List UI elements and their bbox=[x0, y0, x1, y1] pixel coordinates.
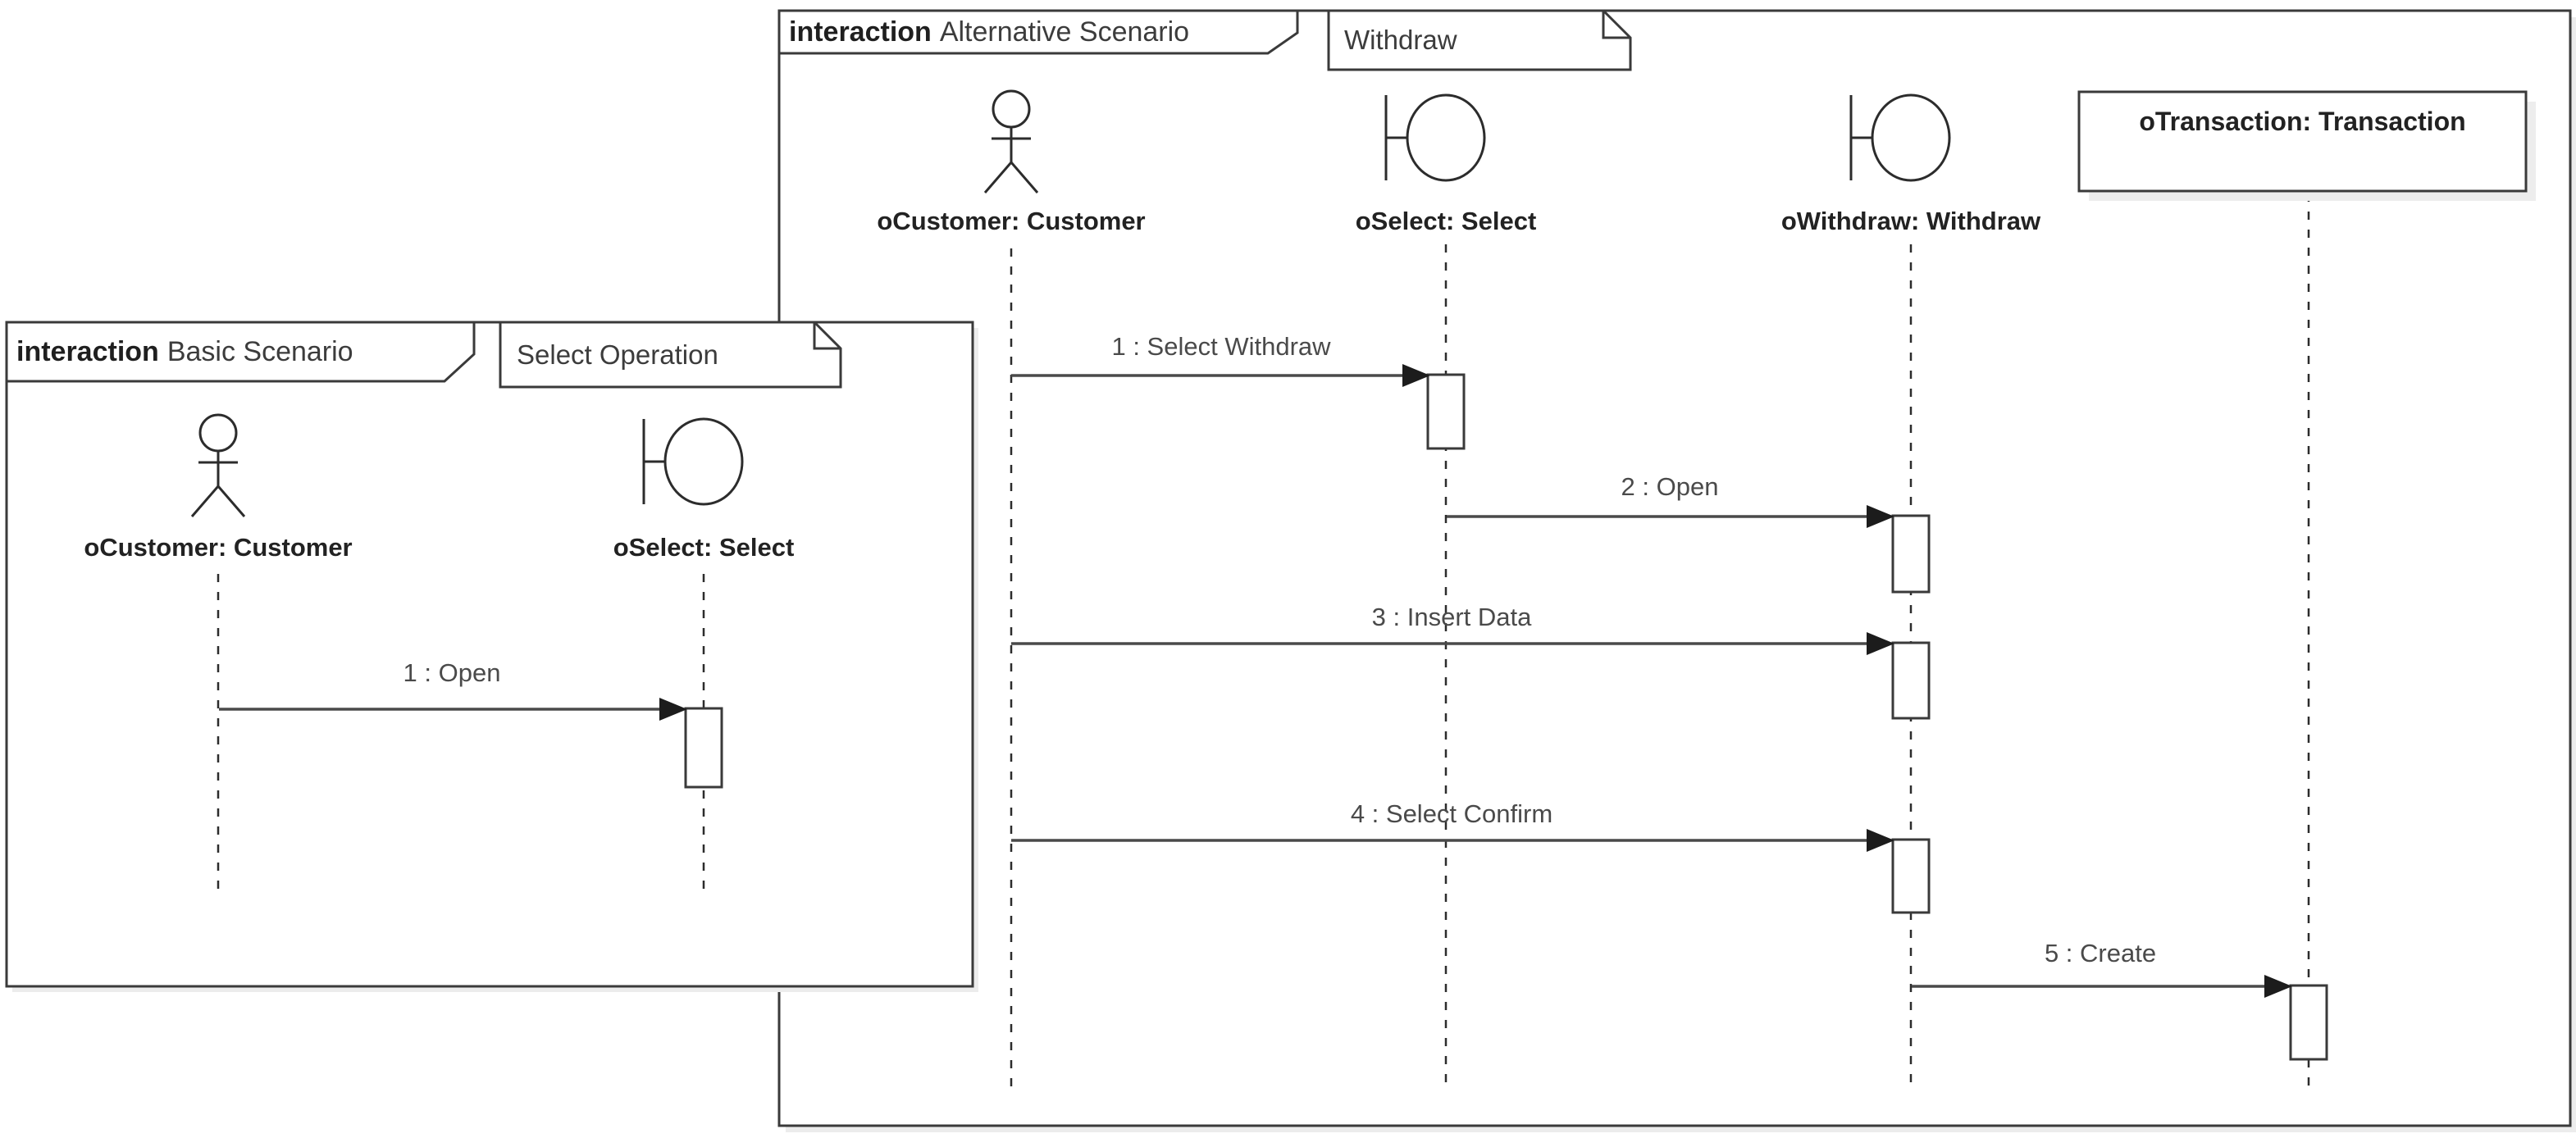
actor-icon-basic-ocustomer bbox=[190, 413, 246, 517]
message-arrow-2-open bbox=[1447, 505, 1894, 528]
activation-bar-basic-oselect-1 bbox=[684, 707, 723, 789]
alternative-note-shape bbox=[1327, 9, 1632, 71]
actor-icon-alt-ocustomer bbox=[983, 89, 1039, 193]
activation-bar-otransaction-5 bbox=[2289, 984, 2328, 1061]
message-arrow-basic-1-open bbox=[219, 698, 687, 721]
alternative-note-fold-icon bbox=[1602, 11, 1630, 39]
alternative-frame-group bbox=[777, 9, 2576, 1132]
alternative-frame-title-pentagon bbox=[777, 9, 1299, 55]
basic-note-fold-icon bbox=[813, 322, 841, 350]
activation-bar-owithdraw-3 bbox=[1891, 641, 1931, 720]
boundary-icon-alt-owithdraw bbox=[1849, 93, 1951, 182]
message-arrow-5-create bbox=[1912, 975, 2292, 998]
activation-bar-owithdraw-4 bbox=[1891, 838, 1931, 914]
basic-frame-border bbox=[5, 321, 974, 988]
basic-frame-title-pentagon bbox=[5, 321, 476, 383]
boundary-icon-alt-oselect bbox=[1384, 93, 1486, 182]
otransaction-box bbox=[2077, 90, 2528, 193]
boundary-icon-basic-oselect bbox=[642, 417, 744, 506]
message-arrow-1-select-withdraw bbox=[1011, 364, 1430, 387]
message-arrow-3-insert-data bbox=[1011, 632, 1894, 655]
activation-bar-owithdraw-2 bbox=[1891, 514, 1931, 594]
basic-note-shape bbox=[499, 321, 842, 389]
activation-bar-oselect-1 bbox=[1426, 373, 1466, 450]
message-arrow-4-select-confirm bbox=[1011, 829, 1894, 852]
basic-frame-group bbox=[5, 321, 978, 992]
